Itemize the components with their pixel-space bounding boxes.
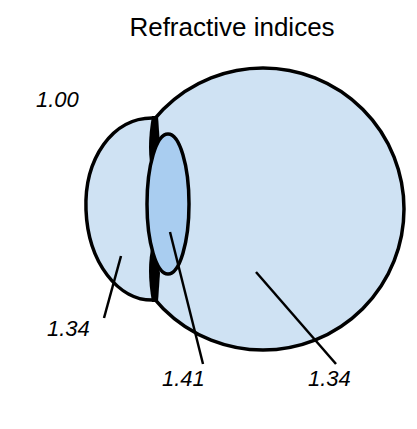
eyeball (122, 68, 404, 350)
leader-line (104, 256, 121, 318)
refractive-index: 1.00 (36, 89, 79, 111)
leader-line (170, 232, 203, 364)
cornea (86, 118, 155, 300)
refractive-index: 1.41 (162, 368, 205, 390)
refractive-index: 1.34 (308, 368, 351, 390)
lens (147, 134, 189, 274)
leader-line (256, 272, 336, 364)
refractive-index: 1.34 (47, 318, 90, 340)
diagram-title: Refractive indices (129, 14, 334, 40)
